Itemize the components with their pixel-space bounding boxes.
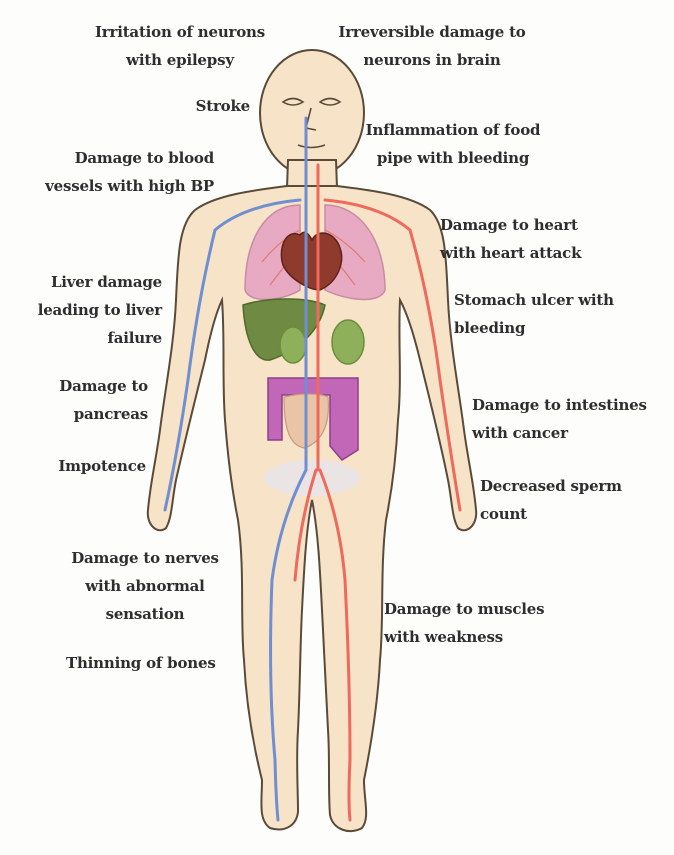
label-heart: Damage to heart with heart attack (440, 211, 630, 267)
label-sperm: Decreased sperm count (480, 472, 660, 528)
label-muscles: Damage to muscles with weakness (384, 595, 584, 651)
stomach-organ (332, 320, 364, 364)
kidney-organ (280, 327, 306, 363)
label-impotence: Impotence (30, 452, 146, 480)
label-epilepsy: Irritation of neurons with epilepsy (72, 18, 288, 74)
neck (287, 160, 337, 188)
label-food-pipe: Inflammation of food pipe with bleeding (340, 116, 566, 172)
label-stroke: Stroke (160, 92, 250, 120)
label-brain: Irreversible damage to neurons in brain (314, 18, 550, 74)
label-nerves: Damage to nerves with abnormal sensation (50, 544, 240, 628)
label-liver: Liver damage leading to liver failure (8, 268, 162, 352)
label-blood-vessels: Damage to blood vessels with high BP (8, 144, 214, 200)
label-intestines: Damage to intestines with cancer (472, 391, 672, 447)
label-bones: Thinning of bones (66, 649, 256, 677)
label-stomach: Stomach ulcer with bleeding (454, 286, 664, 342)
label-pancreas: Damage to pancreas (20, 372, 148, 428)
